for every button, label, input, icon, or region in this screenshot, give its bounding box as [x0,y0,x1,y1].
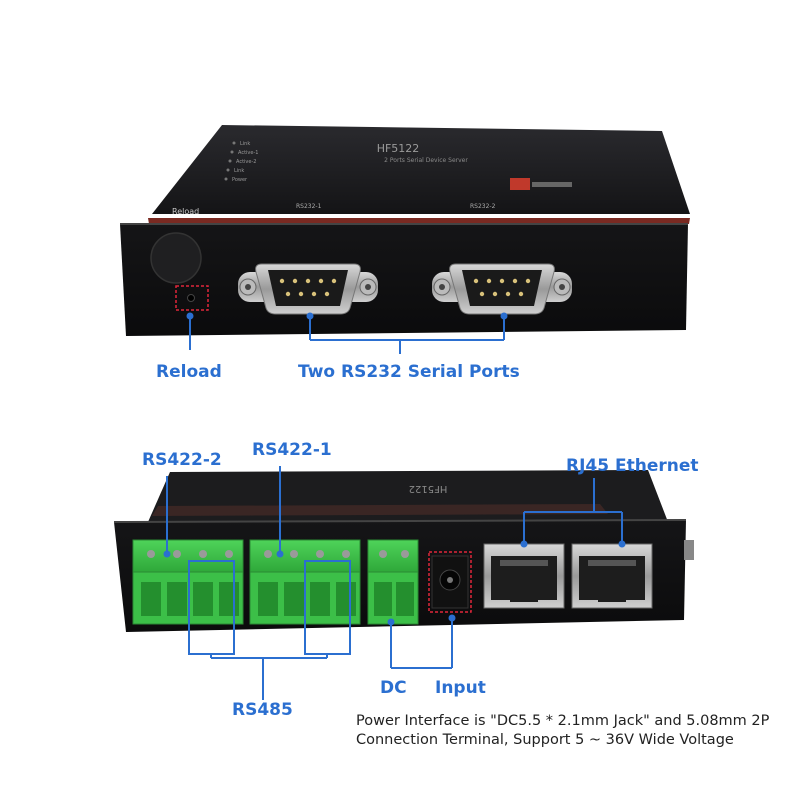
top-device-subtitle: 2 Ports Serial Device Server [384,157,468,164]
callout-rs422-2: RS422-2 [142,450,222,470]
top-callout-lines [189,316,505,354]
top-device: HF5122 2 Ports Serial Device Server Relo… [120,125,690,336]
reload-button-cap [150,232,202,284]
callout-input: Input [435,678,486,698]
top-device-stripe [148,218,690,224]
led-label: Power [232,177,248,183]
reload-highlight [175,285,209,311]
terminal-block-dc [367,539,419,625]
power-interface-note: Power Interface is "DC5.5 * 2.1mm Jack" … [356,712,796,750]
callout-rs232-ports: Two RS232 Serial Ports [298,362,520,382]
bottom-device-model: HF5122 [409,483,448,494]
callout-reload: Reload [156,362,222,382]
callout-dc: DC [380,678,407,698]
note-line-2: Connection Terminal, Support 5 ~ 36V Wid… [356,732,734,748]
top-device-reload-label: Reload [172,207,199,216]
callout-rs485: RS485 [232,700,293,720]
note-line-1: Power Interface is "DC5.5 * 2.1mm Jack" … [356,713,770,729]
bottom-callout-lines [166,466,623,700]
top-device-lid [152,125,690,214]
rj45-port-2 [571,543,653,609]
dc-power-jack [428,551,472,613]
callout-rj45-ethernet: RJ45 Ethernet [566,456,699,476]
rj45-port-1 [483,543,565,609]
led-label: Link [240,141,250,147]
rs232-port-2 [432,263,572,315]
top-device-model: HF5122 [377,142,420,155]
led-label: Active-2 [236,159,256,165]
bottom-device: HF5122 [113,470,694,655]
top-device-port-label-2: RS232-2 [470,203,496,210]
callout-rs422-1: RS422-1 [252,440,332,460]
rs232-port-1 [238,263,378,315]
brand-logo [510,178,572,190]
led-label: Active-1 [238,150,258,156]
top-device-front-panel [120,224,688,336]
led-label: Link [234,168,244,174]
reload-pinhole [187,294,195,302]
top-device-port-label-1: RS232-1 [296,203,322,210]
top-device-led-list: Link Active-1 Active-2 Link Power [224,141,258,183]
